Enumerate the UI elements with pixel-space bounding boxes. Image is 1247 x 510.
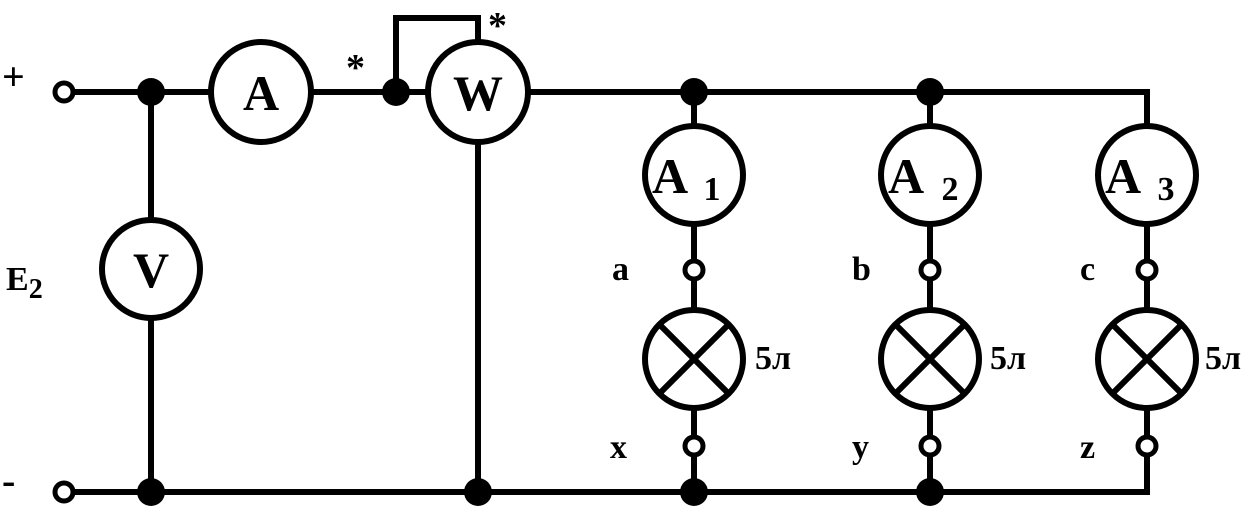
branch-1-end-terminal-label: x [610,429,627,466]
wattmeter-voltage-marker: * [488,5,507,47]
junction-top-branch-2 [916,78,944,106]
ammeter-main-circle [208,39,314,145]
branch-3-lamp-label: 5л [1205,340,1241,377]
branch-3-end-terminal [1135,434,1159,458]
branch-2-ammeter-label: A [888,148,924,204]
junctions [137,78,944,506]
branch-1: A 1 a 5л x [610,123,791,466]
source-label: E2 [6,261,43,305]
branch-1-end-terminal [682,434,706,458]
branch-3-start-terminal [1135,258,1159,282]
junction-bottom-wattmeter [464,478,492,506]
branch-1-ammeter-circle [642,123,746,227]
wattmeter: W [425,39,531,145]
branch-1-ammeter-letter: A [652,148,688,204]
branch-2-end-terminal-label: y [852,429,869,466]
branch-2-lamp-cross-b [891,320,969,398]
wattmeter-current-marker: * [346,47,365,89]
source-name: E [6,261,29,298]
branch-2-lamp-label: 5л [990,340,1026,377]
branch-3-ammeter-circle [1095,123,1199,227]
source-terminal-plus [52,80,76,104]
junction-wattmeter-current [382,78,410,106]
wattmeter-label: W [453,65,503,121]
junction-bottom-branch-1 [680,478,708,506]
wattmeter-voltage-coil-wire [393,15,481,95]
branch-3-end-terminal-label: z [1080,429,1095,466]
branch-3-ammeter-label: A [1105,148,1141,204]
voltmeter: V [99,217,203,321]
source-plus-sign: + [2,54,25,99]
voltmeter-label: V [133,242,169,298]
branch-1-ammeter-label: A [652,148,688,204]
junction-bottom-voltmeter [137,478,165,506]
source-terminal-minus [52,480,76,504]
branch-2-ammeter-circle [878,123,982,227]
junction-bottom-branch-2 [916,478,944,506]
junction-top-voltmeter [137,78,165,106]
branch-3-start-terminal-label: c [1080,251,1095,288]
branch-1-lamp-label: 5л [755,340,791,377]
branch-2: A 2 b 5л y [852,123,1026,466]
branch-2-ammeter-letter: A [888,148,924,204]
branch-3-lamp-cross-b [1108,320,1186,398]
branch-3-ammeter-letter: A [1105,148,1141,204]
voltmeter-circle [99,217,203,321]
junction-top-branch-1 [680,78,708,106]
branch-2-ammeter-index: 2 [942,171,959,208]
branch-3: A 3 c 5л z [1080,123,1241,466]
branch-2-start-terminal [918,258,942,282]
ammeter-main: A [208,39,314,145]
branch-1-start-terminal-label: a [612,251,629,288]
branch-2-end-terminal [918,434,942,458]
branch-3-ammeter-index: 3 [1158,171,1175,208]
ammeter-main-label: A [243,65,279,121]
branch-2-start-terminal-label: b [852,251,871,288]
branch-1-lamp-cross-b [655,320,733,398]
branch-1-ammeter-index: 1 [704,171,721,208]
source-minus-sign: - [2,458,15,503]
branch-1-start-terminal [682,258,706,282]
source-subscript: 2 [29,274,43,305]
wattmeter-circle [425,39,531,145]
